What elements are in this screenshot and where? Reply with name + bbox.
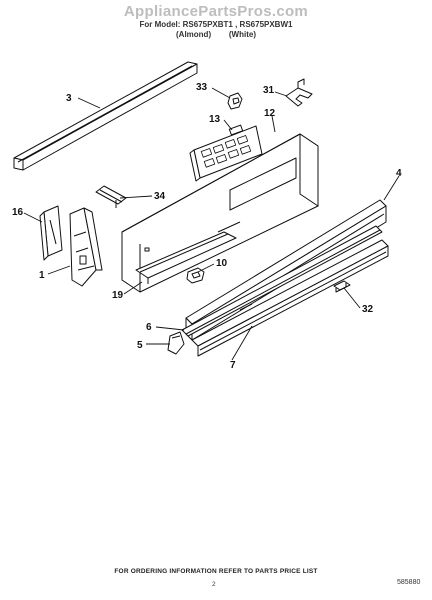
part-3-top-channel bbox=[13, 61, 198, 171]
callout-31: 31 bbox=[263, 85, 275, 96]
callout-12: 12 bbox=[264, 108, 276, 119]
document-code: 585880 bbox=[397, 579, 421, 586]
callout-5: 5 bbox=[137, 340, 143, 351]
part-10-clip bbox=[186, 267, 205, 284]
part-1-end-cap bbox=[69, 207, 103, 287]
callout-19: 19 bbox=[112, 290, 124, 301]
ordering-info: FOR ORDERING INFORMATION REFER TO PARTS … bbox=[114, 568, 318, 575]
model-line: For Model: RS675PXBT1 , RS675PXBW1 bbox=[139, 20, 293, 29]
part-6-inner-rail bbox=[181, 225, 383, 337]
watermark: AppliancePartsPros.com bbox=[123, 3, 309, 20]
part-16-side-bracket bbox=[39, 205, 63, 261]
part-33-clip bbox=[227, 92, 243, 110]
callout-33: 33 bbox=[196, 82, 208, 93]
callout-6: 6 bbox=[146, 322, 152, 333]
callout-10: 10 bbox=[216, 258, 228, 269]
color-line: (Almond) (White) bbox=[176, 30, 256, 39]
callout-1: 1 bbox=[39, 270, 45, 281]
part-31-bracket bbox=[285, 78, 313, 107]
part-32-clip bbox=[333, 280, 351, 293]
callout-4: 4 bbox=[396, 168, 402, 179]
page-number: 2 bbox=[212, 581, 216, 588]
callout-7: 7 bbox=[230, 360, 236, 371]
callout-32: 32 bbox=[362, 304, 374, 315]
part-12-control-panel bbox=[121, 133, 319, 293]
part-7-base-channel bbox=[191, 239, 389, 357]
part-19-trim-strip bbox=[135, 231, 237, 284]
callout-13: 13 bbox=[209, 114, 221, 125]
header: AppliancePartsPros.com For Model: RS675P… bbox=[0, 4, 432, 40]
part-34-strip bbox=[95, 185, 127, 208]
leader-lines bbox=[23, 87, 400, 361]
callout-34: 34 bbox=[154, 191, 166, 202]
part-13-control-module bbox=[189, 124, 263, 182]
part-5-end-cap bbox=[167, 331, 185, 355]
callout-3: 3 bbox=[66, 93, 72, 104]
callout-16: 16 bbox=[12, 207, 24, 218]
